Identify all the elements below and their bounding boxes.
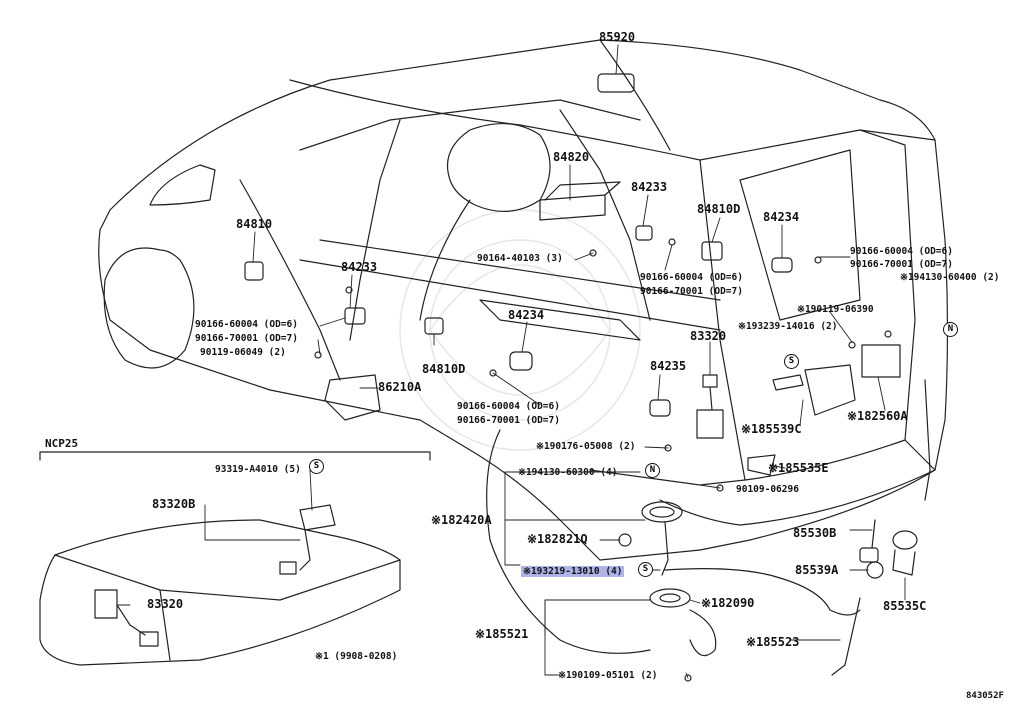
part-label-84810[interactable]: 84810: [236, 217, 273, 231]
leader-lines: [116, 44, 906, 679]
highlighted-part-number[interactable]: ※193219-13010 (4): [521, 566, 625, 577]
part-label-90166-60004[interactable]: 90166-60004 (OD=6): [195, 319, 298, 330]
part-label-84810d[interactable]: 84810D: [422, 362, 466, 376]
part-label-86210a[interactable]: 86210A: [378, 380, 422, 394]
variant-label: NCP25: [45, 437, 79, 450]
part-label-84810d[interactable]: 84810D: [697, 202, 741, 216]
s-symbol: S: [638, 562, 653, 577]
part-label-90164-40103[interactable]: 90164-40103 (3): [477, 253, 563, 264]
footnote: ※1 (9908-0208): [315, 651, 398, 662]
part-label-90109-05101[interactable]: ※190109-05101 (2): [558, 670, 658, 681]
part-label-90166-70001[interactable]: 90166-70001 (OD=7): [640, 286, 743, 297]
part-label-94130-60400[interactable]: ※194130-60400 (2): [900, 272, 1000, 283]
watermark-seal: [399, 209, 641, 451]
s-symbol: S: [309, 459, 324, 474]
part-label-85530b[interactable]: 85530B: [793, 526, 837, 540]
part-label-90166-70001[interactable]: 90166-70001 (OD=7): [850, 259, 953, 270]
part-label-84234[interactable]: 84234: [508, 308, 545, 322]
part-label-82090[interactable]: ※182090: [701, 596, 755, 610]
part-label-85521[interactable]: ※185521: [475, 627, 529, 641]
part-label-90166-60004[interactable]: 90166-60004 (OD=6): [457, 401, 560, 412]
part-label-90119-06390[interactable]: ※190119-06390: [797, 304, 874, 315]
part-label-93219-13010[interactable]: ※193219-13010 (4): [521, 565, 625, 578]
part-label-84235[interactable]: 84235: [650, 359, 687, 373]
part-label-85535e[interactable]: ※185535E: [768, 461, 829, 475]
ncp25-inset-drawing: [39, 451, 431, 666]
part-label-90109-06296[interactable]: 90109-06296: [736, 484, 799, 495]
part-label-85523[interactable]: ※185523: [746, 635, 800, 649]
part-label-85920[interactable]: 85920: [599, 30, 636, 44]
part-label-90166-70001[interactable]: 90166-70001 (OD=7): [195, 333, 298, 344]
part-label-83320[interactable]: 83320: [147, 597, 184, 611]
part-label-82821q[interactable]: ※182821Q: [527, 532, 588, 546]
part-label-84233[interactable]: 84233: [631, 180, 668, 194]
part-label-83320[interactable]: 83320: [690, 329, 727, 343]
part-label-90176-05008[interactable]: ※190176-05008 (2): [536, 441, 636, 452]
part-label-93319-a4010[interactable]: 93319-A4010 (5): [215, 464, 301, 475]
part-label-84233[interactable]: 84233: [341, 260, 378, 274]
n-symbol: N: [943, 322, 958, 337]
part-label-82560a[interactable]: ※182560A: [847, 409, 908, 423]
part-label-94130-60300[interactable]: ※194130-60300 (4): [518, 467, 618, 478]
part-label-83320b[interactable]: 83320B: [152, 497, 196, 511]
part-label-84234[interactable]: 84234: [763, 210, 800, 224]
part-label-85535c[interactable]: 85535C: [883, 599, 927, 613]
diagram-code: 843052F: [966, 691, 1004, 701]
part-label-82420a[interactable]: ※182420A: [431, 513, 492, 527]
part-label-93239-14016[interactable]: ※193239-14016 (2): [738, 321, 838, 332]
part-label-90166-70001[interactable]: 90166-70001 (OD=7): [457, 415, 560, 426]
part-label-85539c[interactable]: ※185539C: [741, 422, 802, 436]
part-label-85539a[interactable]: 85539A: [795, 563, 839, 577]
part-label-90166-60004[interactable]: 90166-60004 (OD=6): [640, 272, 743, 283]
component-shapes: [244, 73, 931, 682]
s-symbol: S: [784, 354, 799, 369]
part-label-90166-60004[interactable]: 90166-60004 (OD=6): [850, 246, 953, 257]
part-label-84820[interactable]: 84820: [553, 150, 590, 164]
n-symbol: N: [645, 463, 660, 478]
part-label-90119-06049[interactable]: 90119-06049 (2): [200, 347, 286, 358]
